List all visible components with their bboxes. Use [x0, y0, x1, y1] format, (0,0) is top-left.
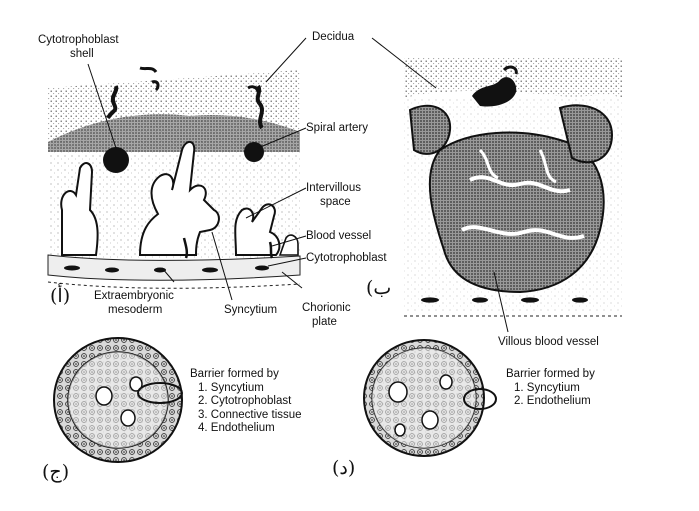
label-cytotrophoblast-shell: Cytotrophoblast [38, 34, 119, 46]
label-decidua: Decidua [312, 31, 355, 43]
label-syncytium: Syncytium [224, 304, 278, 316]
label-chorionic-plate-line2: plate [312, 316, 337, 328]
panel-b-drawing [404, 58, 622, 333]
barrier-list-d: Barrier formed by 1. Syncytium 2. Endoth… [506, 368, 595, 409]
label-blood-vessel: Blood vessel [306, 230, 372, 242]
barrier-list-c: Barrier formed by 1. Syncytium 2. Cytotr… [190, 368, 302, 436]
label-intervillous-space: Intervillous [306, 182, 361, 194]
label-cytotrophoblast: Cytotrophoblast [306, 252, 387, 264]
label-spiral-artery: Spiral artery [306, 122, 368, 134]
panel-d-drawing [363, 339, 497, 457]
panel-label-d: (د) [332, 457, 356, 479]
panel-a-drawing [47, 37, 437, 301]
label-chorionic-plate: Chorionic [302, 302, 351, 314]
barrier-c-item: 4. Endothelium [198, 422, 275, 434]
barrier-c-item: 1. Syncytium [198, 381, 264, 394]
panel-label-a: (أ) [50, 285, 71, 307]
barrier-d-item: 2. Endothelium [514, 395, 591, 407]
barrier-c-item: 2. Cytotrophoblast [198, 395, 292, 407]
panel-label-c: (ج) [42, 461, 70, 483]
panel-c-drawing [53, 337, 183, 463]
label-intervillous-space-line2: space [320, 196, 351, 208]
label-extraembryonic-mesoderm-line2: mesoderm [108, 304, 163, 316]
barrier-d-item: 1. Syncytium [514, 381, 580, 394]
barrier-c-title: Barrier formed by [190, 368, 279, 380]
barrier-d-title: Barrier formed by [506, 368, 595, 380]
barrier-c-item: 3. Connective tissue [198, 408, 302, 421]
label-villous-blood-vessel: Villous blood vessel [498, 336, 599, 348]
label-extraembryonic-mesoderm: Extraembryonic [94, 290, 174, 302]
label-cytotrophoblast-shell-line2: shell [70, 48, 94, 60]
panel-label-b: (ب [366, 277, 392, 299]
